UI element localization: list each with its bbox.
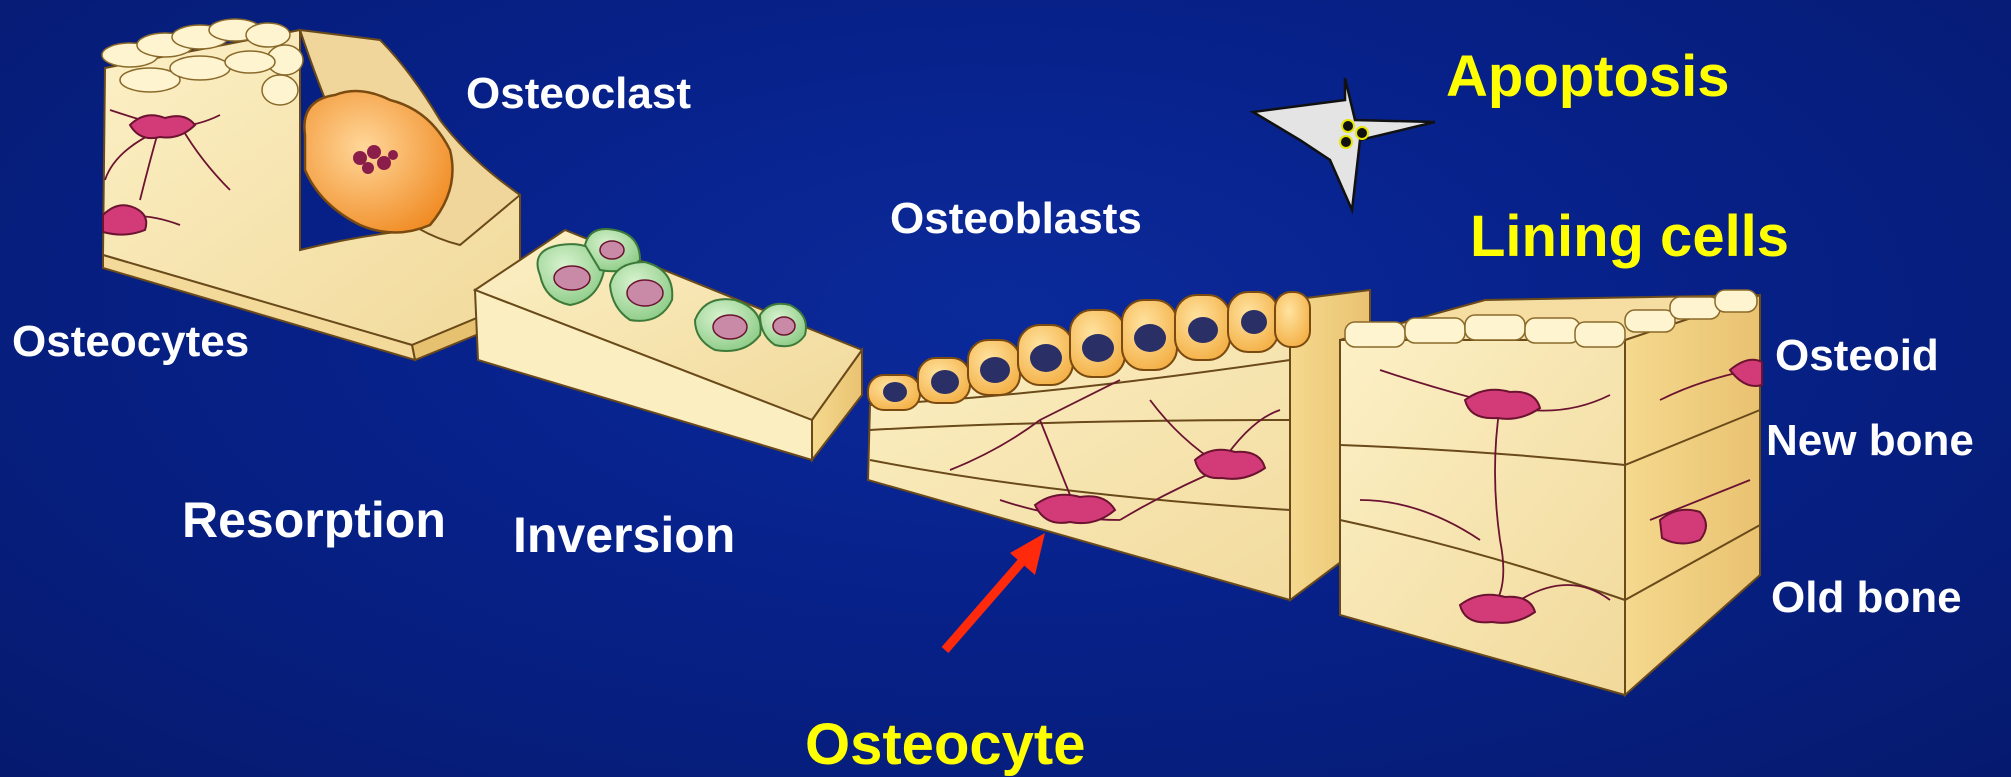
label-osteocytes: Osteocytes [12,320,249,364]
label-osteoclast: Osteoclast [466,72,691,116]
label-new-bone: New bone [1766,419,1974,463]
label-inversion: Inversion [513,510,735,560]
label-old-bone: Old bone [1771,576,1962,620]
osteocyte-arrow [945,533,1045,650]
resorption-bone-block [102,19,525,360]
label-osteoid: Osteoid [1775,334,1939,378]
label-osteocyte: Osteocyte [805,716,1085,774]
lining-cells-bone-block [1340,290,1762,695]
apoptotic-cell [1253,78,1435,210]
label-osteoblasts: Osteoblasts [890,197,1142,241]
inversion-bone-block [475,230,862,460]
osteoblast-bone-block [868,290,1370,600]
label-resorption: Resorption [182,495,446,545]
label-lining-cells: Lining cells [1470,208,1789,266]
label-apoptosis: Apoptosis [1446,48,1730,106]
